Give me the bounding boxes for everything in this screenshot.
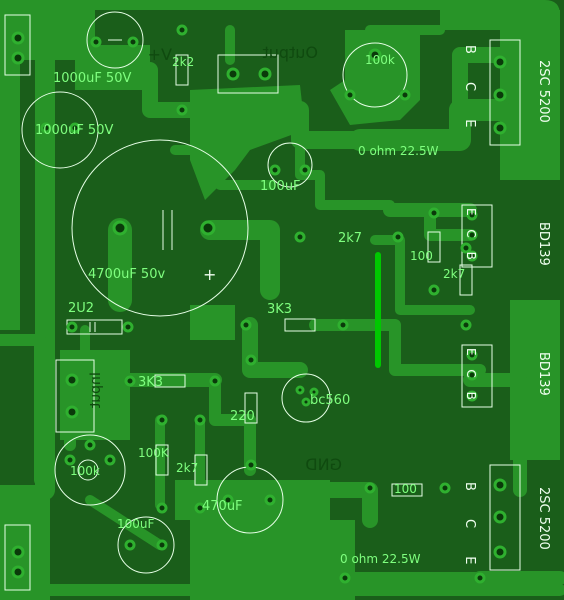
silkscreen-outlines xyxy=(4,11,521,591)
t4-name: 2SC 5200 xyxy=(536,487,551,550)
r-2k7-right-outline xyxy=(459,264,473,296)
c-1000uf-top-label: 1000uF 50V xyxy=(53,71,131,86)
mirror-input-text: Input xyxy=(88,372,104,409)
zero-ohm-top-label: 0 ohm 22.5W xyxy=(358,144,439,158)
pot-100k-top-outline xyxy=(342,42,408,108)
input-connector-outline xyxy=(55,359,95,433)
pot-100k-low-label: 100k xyxy=(70,464,100,478)
mirror-gnd-text: GND xyxy=(305,455,342,474)
t1-pins: B C E xyxy=(462,45,477,139)
r-100k-label: 100K xyxy=(138,446,170,460)
r-100-mid-outline xyxy=(427,231,441,263)
r-220-outline xyxy=(244,392,258,424)
plus-sign-4700uf: + xyxy=(203,265,216,284)
r-3k3-outline xyxy=(284,318,316,332)
t3-name: BD139 xyxy=(536,352,551,396)
r-2k2-outline xyxy=(175,54,189,86)
c-100uf-low-outline xyxy=(117,516,175,574)
pads xyxy=(11,24,507,584)
c-4700uf-outline xyxy=(71,139,249,317)
r-2k7-low-outline xyxy=(194,454,208,486)
r-100-low-outline xyxy=(391,483,423,497)
r-2k7-right-label: 2k7 xyxy=(443,267,465,281)
t4-outline xyxy=(489,464,521,571)
c-470uf-label: 470uF xyxy=(202,499,243,514)
c-2u2-label: 2U2 xyxy=(68,301,94,316)
c-1000uf-top-outline xyxy=(86,11,144,69)
r-220-label: 220 xyxy=(230,409,255,424)
q-bc560-label: bc560 xyxy=(310,393,350,408)
q-bc560-outline xyxy=(281,373,331,423)
t4-pins: B C E xyxy=(462,482,477,576)
t1-outline xyxy=(489,39,521,146)
mirror-output-text: Output xyxy=(262,43,318,62)
mirror-vplus-text: V+ xyxy=(148,45,172,64)
t2-outline xyxy=(461,204,493,268)
c-100uf-mid-label: 100uF xyxy=(260,179,301,194)
component-labels: 1000uF 50V 1000uF 50V 2k2 100k 0 ohm 22.… xyxy=(35,53,465,566)
r-3k3-input-outline xyxy=(154,374,186,388)
r-2k7-mid-label: 2k7 xyxy=(338,231,362,246)
pot-100k-low-outline xyxy=(54,434,126,506)
r-3k3-label: 3K3 xyxy=(267,302,292,317)
r-100-low-label: 100 xyxy=(394,482,417,496)
t3-pins: E C B xyxy=(464,348,478,405)
r-2k2-label: 2k2 xyxy=(172,55,194,69)
pot-100k-top-label: 100k xyxy=(365,53,395,67)
c-1000uf-mid-outline xyxy=(21,91,99,169)
r-3k3-input-label: 3K3 xyxy=(138,375,163,390)
c-4700uf-label: 4700uF 50v xyxy=(88,267,165,282)
c-100uf-low-label: 100uF xyxy=(117,517,155,531)
r-2k7-low-label: 2k7 xyxy=(176,461,198,475)
speaker-connector-outline xyxy=(4,524,31,591)
output-connector-outline xyxy=(217,54,279,94)
zero-ohm-low-label: 0 ohm 22.5W xyxy=(340,552,421,566)
power-connector-outline xyxy=(4,14,31,76)
t2-name: BD139 xyxy=(536,222,551,266)
r-100-mid-label: 100 xyxy=(410,249,433,263)
t2-pins: E C B xyxy=(464,208,478,265)
r-100k-outline xyxy=(155,444,169,476)
transistor-labels: 2SC 5200 B C E BD139 E C B BD139 E C B 2… xyxy=(462,45,551,576)
mirrored-copper-text: Output V+ GND Input xyxy=(88,43,342,474)
t3-outline xyxy=(461,344,493,408)
c-1000uf-mid-label: 1000uF 50V xyxy=(35,123,113,138)
t1-name: 2SC 5200 xyxy=(536,60,551,123)
c-100uf-mid-outline xyxy=(267,142,313,188)
